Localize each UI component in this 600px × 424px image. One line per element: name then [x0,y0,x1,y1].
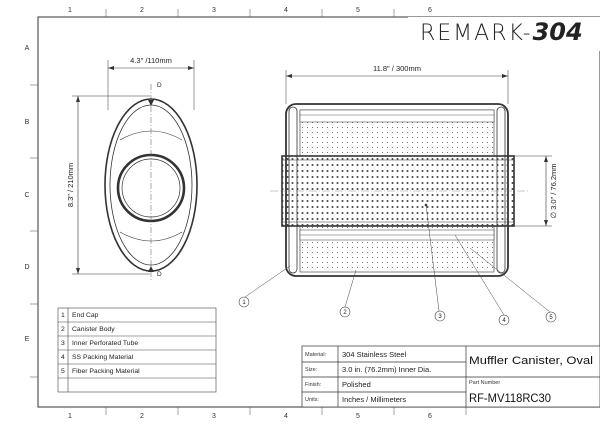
end-height-dimension: 8.3" / 210mm [66,163,75,207]
svg-text:REMARK-304: REMARK-304 [420,18,583,46]
grid-col-top: 2 [140,7,144,14]
grid-col-bottom: 3 [212,413,216,420]
drawing-title: Muffler Canister, Oval [469,355,593,367]
callout-leaders [244,204,551,316]
finish-value: Polished [342,380,371,389]
part-number: 4 [61,354,65,361]
end-view [72,60,198,280]
callout-markers [238,296,557,326]
size-value: 3.0 in. (76.2mm) Inner Dia. [342,365,431,374]
grid-col-bottom: 6 [428,413,432,420]
material-value: 304 Stainless Steel [342,350,407,359]
brand-accent: 304 [533,18,583,46]
grid-col-top: 5 [356,7,360,14]
grid-col-bottom: 1 [68,413,72,420]
grid-col-top: 4 [284,7,288,14]
size-label: Size: [305,367,318,373]
part-number-value: RF-MV118RC30 [469,391,551,405]
grid-columns-top: 1 2 3 4 5 6 [68,7,432,14]
grid-ticks [30,9,467,415]
material-label: Material: [305,352,327,358]
side-view [270,70,552,277]
callout-2: 2 [343,310,347,316]
grid-row: A [25,45,30,52]
part-name: Fiber Packing Material [72,368,140,375]
ss-packing-upper [299,109,495,123]
grid-rows: A B C D E [24,45,29,343]
grid-col-bottom: 5 [356,413,360,420]
grid-col-top: 6 [428,7,432,14]
section-mark-bottom: D [157,271,162,278]
grid-row: E [25,336,30,343]
section-mark-top: D [157,82,162,89]
part-name: Canister Body [72,326,115,333]
title-block [301,345,600,408]
callout-1: 1 [242,300,246,306]
callout-5: 5 [549,315,553,321]
grid-columns-bottom: 1 2 3 4 5 6 [68,413,432,420]
brand-name: REMARK- [420,21,533,46]
callout-3: 3 [438,314,442,320]
inner-diameter-value: 3.0" / 76.2mm [549,163,558,209]
grid-col-bottom: 4 [284,413,288,420]
grid-row: D [24,264,29,271]
part-number: 5 [61,368,65,375]
grid-col-top: 3 [212,7,216,14]
units-label: Units: [305,397,320,403]
part-number: 3 [61,340,65,347]
units-value: Inches / Millimeters [342,395,406,404]
part-number: 2 [61,326,65,333]
part-name: SS Packing Material [72,354,134,361]
grid-col-bottom: 2 [140,413,144,420]
grid-row: B [25,119,30,126]
inner-diameter-dimension: ∅ 3.0" / 76.2mm [549,163,558,218]
finish-label: Finish: [305,382,322,388]
brand-logo: REMARK-304 [408,17,600,51]
part-name: End Cap [72,312,99,319]
grid-col-top: 1 [68,7,72,14]
callout-4: 4 [502,318,506,324]
part-name: Inner Perforated Tube [72,340,138,347]
parts-table [57,307,217,393]
part-number-label: Part Number [469,380,500,386]
part-number: 1 [61,312,65,319]
end-width-dimension: 4.3" /110mm [130,56,172,65]
body-length-dimension: 11.8" / 300mm [373,64,421,73]
grid-row: C [24,192,29,199]
